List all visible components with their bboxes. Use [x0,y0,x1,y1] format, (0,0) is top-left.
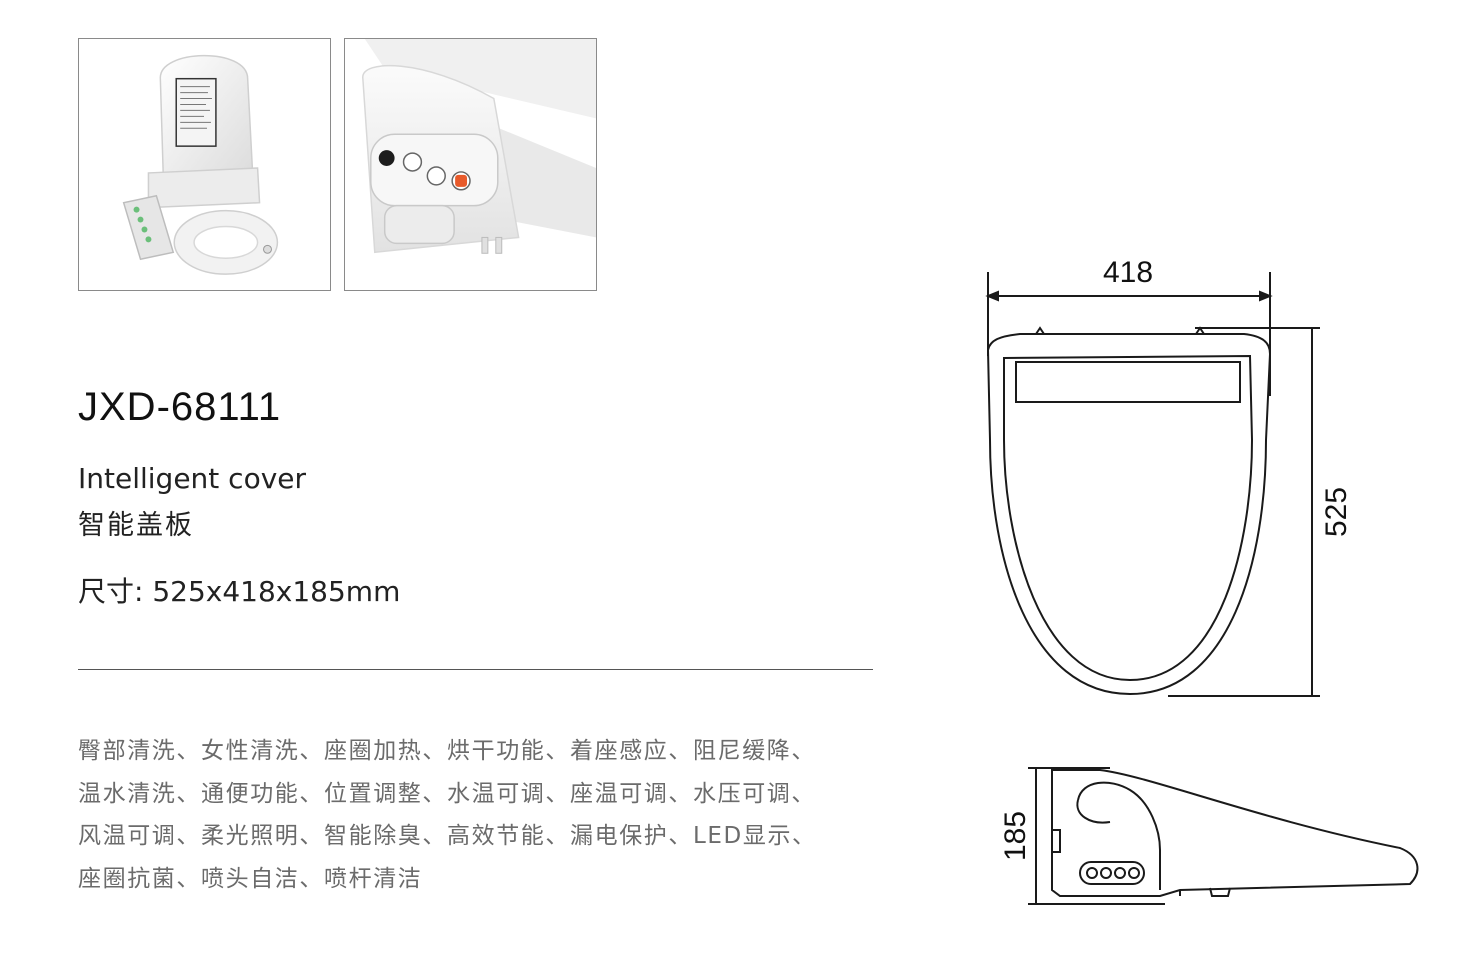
feature-line: 风温可调、柔光照明、智能除臭、高效节能、漏电保护、LED显示、 [78,823,817,849]
open-seat-illustration [122,54,279,275]
width-label: 418 [1103,256,1153,289]
model-number: JXD-68111 [78,385,282,429]
feature-line: 臀部清洗、女性清洗、座圈加热、烘干功能、着座感应、阻尼缓降、 [78,738,816,764]
product-photo-control-panel [344,38,597,291]
feature-line: 座圈抗菌、喷头自洁、喷杆清洁 [78,865,423,892]
feature-list: 臀部清洗、女性清洗、座圈加热、烘干功能、着座感应、阻尼缓降、 温水清洗、通便功能… [78,730,898,900]
product-name-cn: 智能盖板 [78,510,194,541]
height-label: 185 [999,811,1032,861]
product-size: 尺寸: 525x418x185mm [78,575,401,608]
side-view-drawing [1028,767,1419,905]
control-panel-illustration [362,39,596,254]
section-divider [78,669,873,670]
length-label: 525 [1320,487,1353,537]
top-view-drawing [985,272,1320,697]
feature-line: 温水清洗、通便功能、位置调整、水温可调、座温可调、水压可调、 [78,780,816,807]
product-photo-open-seat [78,38,331,291]
product-name-en: Intelligent cover [78,462,307,495]
